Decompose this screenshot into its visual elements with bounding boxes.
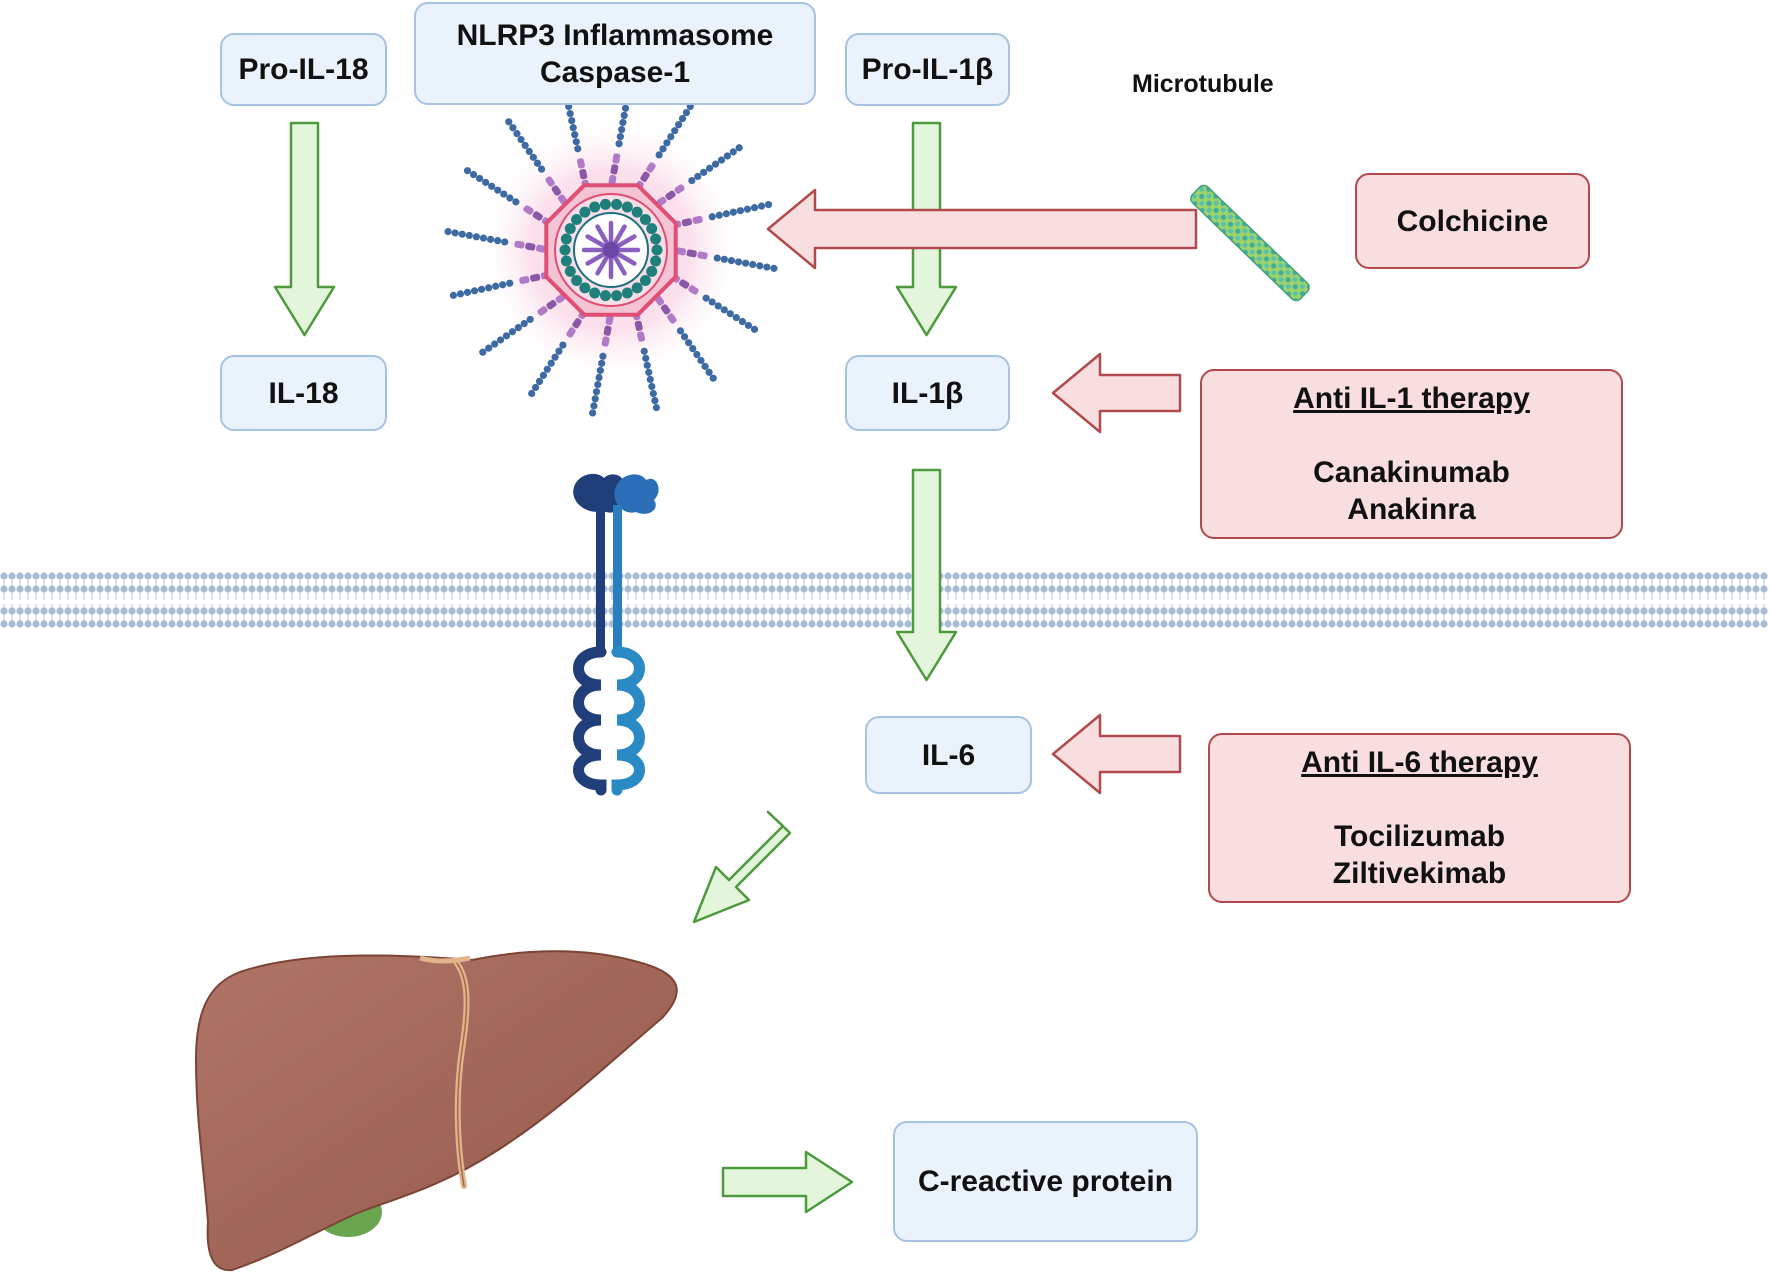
arrow-pro-il18-to-il18 [273, 121, 336, 337]
label-pro-il18: Pro-IL-18 [238, 53, 369, 86]
arrow-anti-il1-to-il1b [1051, 352, 1182, 434]
node-colchicine: Colchicine [1355, 173, 1590, 269]
label-caspase-1: Caspase-1 [539, 55, 691, 89]
label-il18: IL-18 [268, 376, 339, 410]
cell-membrane-icon [0, 572, 1768, 628]
label-tocilizumab: Tocilizumab [1333, 820, 1506, 853]
inflammasome-icon [444, 83, 778, 417]
node-il6: IL-6 [865, 716, 1032, 794]
label-il1b: IL-1β [891, 376, 964, 410]
node-il18: IL-18 [220, 355, 387, 431]
liver-icon [194, 950, 678, 1272]
label-c-reactive-protein: C-reactive protein [917, 1165, 1174, 1198]
label-anakinra: Anakinra [1347, 493, 1476, 526]
node-pro-il18: Pro-IL-18 [220, 33, 387, 106]
label-anti-il1-therapy: Anti IL-1 therapy [1293, 382, 1530, 415]
node-anti-il1-therapy: Anti IL-1 therapy Canakinumab Anakinra [1200, 369, 1623, 539]
label-il6: IL-6 [921, 738, 976, 772]
label-nlrp3-inflammasome: NLRP3 Inflammasome [456, 18, 774, 52]
arrow-il1b-to-il6 [895, 468, 958, 682]
arrow-anti-il6-to-il6 [1051, 713, 1182, 795]
label-ziltivekimab: Ziltivekimab [1332, 857, 1507, 890]
microtubule-icon [1190, 184, 1310, 302]
receptor-icon [573, 473, 659, 796]
node-il1b: IL-1β [845, 355, 1010, 431]
label-canakinumab: Canakinumab [1313, 456, 1510, 489]
label-microtubule: Microtubule [1132, 70, 1274, 98]
node-anti-il6-therapy: Anti IL-6 therapy Tocilizumab Ziltivekim… [1208, 733, 1631, 903]
node-pro-il1b: Pro-IL-1β [845, 33, 1010, 106]
arrow-il6-to-liver [692, 810, 792, 924]
label-colchicine: Colchicine [1396, 204, 1549, 238]
arrow-colchicine-to-inflammasome [766, 188, 1198, 270]
arrow-liver-to-crp [721, 1150, 854, 1214]
label-anti-il6-therapy: Anti IL-6 therapy [1301, 746, 1538, 779]
label-pro-il1b: Pro-IL-1β [861, 53, 994, 86]
node-c-reactive-protein: C-reactive protein [893, 1121, 1198, 1242]
node-nlrp3-inflammasome: NLRP3 Inflammasome Caspase-1 [414, 2, 816, 105]
